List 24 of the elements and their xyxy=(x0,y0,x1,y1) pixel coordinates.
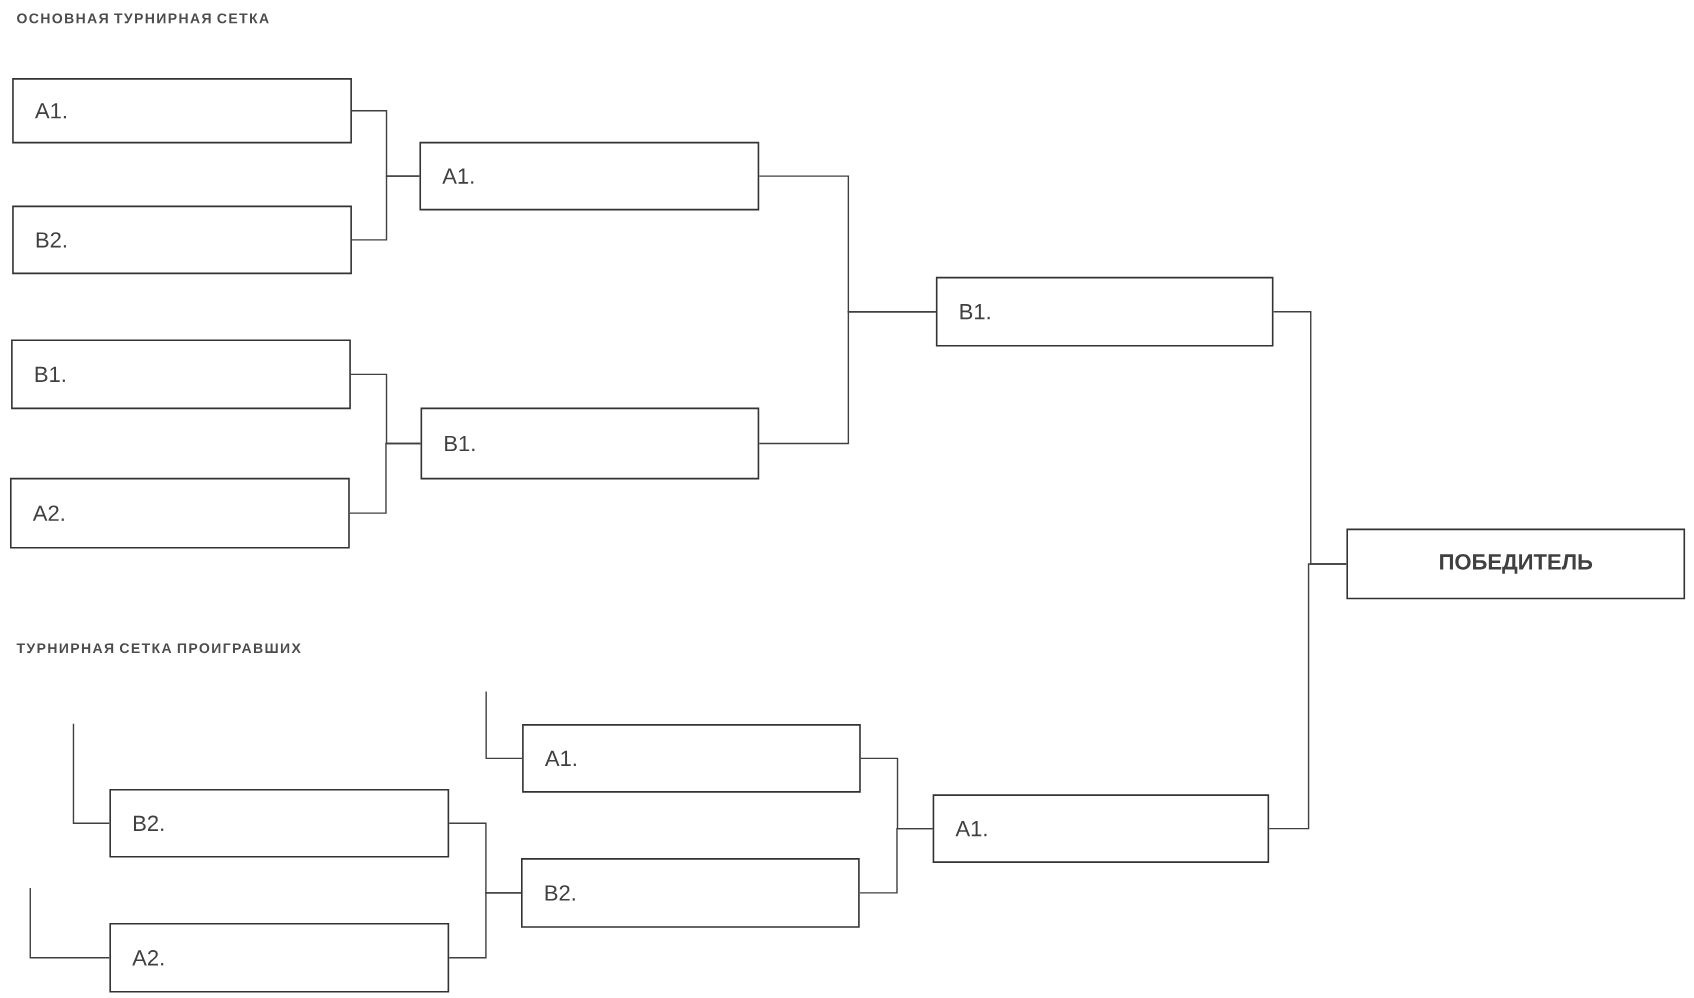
bracket-line xyxy=(349,442,422,514)
match-box: B2. xyxy=(521,858,860,928)
bracket-line xyxy=(485,690,523,760)
bracket-line xyxy=(448,892,522,959)
match-box: B2. xyxy=(12,205,352,275)
section-heading: ТУРНИРНАЯ СЕТКА ПРОИГРАВШИХ xyxy=(16,643,301,654)
match-box: A1. xyxy=(522,724,861,793)
match-box: B1. xyxy=(420,407,760,480)
match-box: A1. xyxy=(12,78,352,144)
match-box: A2. xyxy=(10,477,350,549)
section-heading: ОСНОВНАЯ ТУРНИРНАЯ СЕТКА xyxy=(17,13,269,24)
match-box: ПОБЕДИТЕЛЬ xyxy=(1346,528,1686,600)
match-box: B1. xyxy=(935,276,1274,347)
bracket-line xyxy=(72,723,111,824)
match-box: B1. xyxy=(11,339,351,410)
bracket-line xyxy=(29,887,111,959)
match-box: A1. xyxy=(419,141,760,211)
bracket-line xyxy=(859,827,934,894)
match-box: A2. xyxy=(109,922,450,993)
match-box: B2. xyxy=(109,788,450,858)
bracket-line xyxy=(1268,563,1348,830)
bracket-line xyxy=(758,311,937,445)
bracket-line xyxy=(351,175,421,241)
match-box: A1. xyxy=(932,794,1270,863)
